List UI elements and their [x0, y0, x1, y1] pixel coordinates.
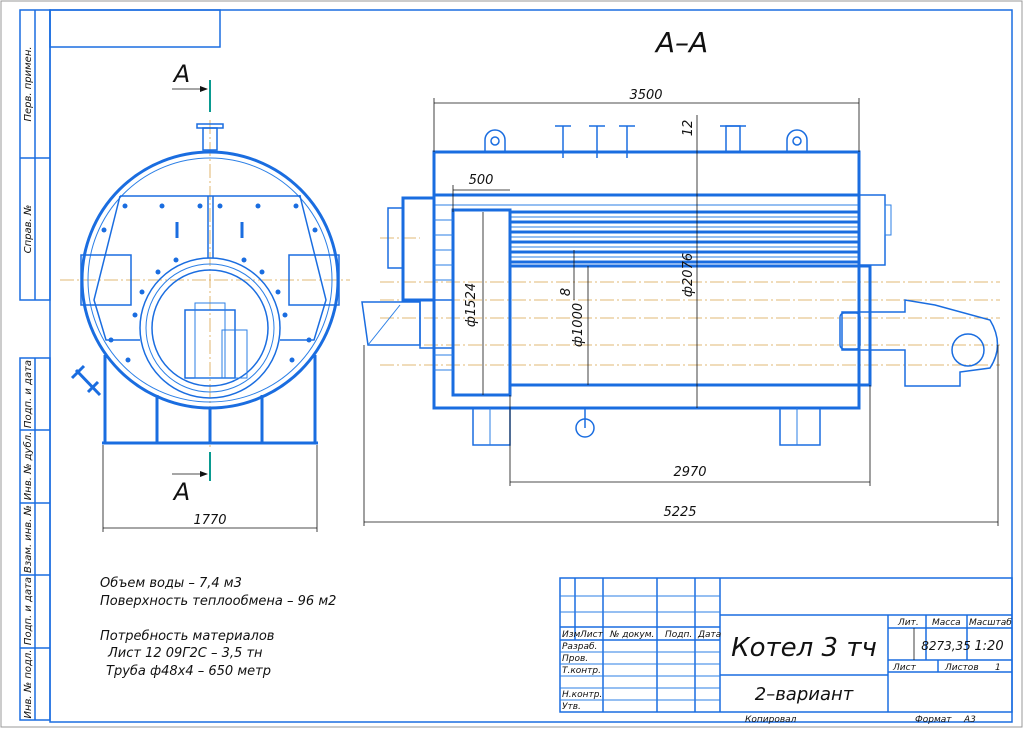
stamp-label: Инв. № подл.	[23, 650, 34, 719]
dimension-2076: 12 ф2076	[681, 115, 698, 408]
section-view: 3500 12 ф2076 500 ф1524 8 ф1000 2970	[361, 88, 1000, 526]
marker-letter: A	[172, 478, 190, 506]
role-cell: Н.контр.	[562, 690, 602, 700]
header-cell: Подп.	[665, 630, 692, 640]
format-value: A3	[963, 715, 976, 725]
header-cell: Изм	[562, 630, 581, 640]
mass-value: 8273,35	[921, 639, 971, 653]
dimension-1524: ф1524	[464, 212, 484, 395]
dimension-label: 500	[469, 173, 494, 188]
stamp-label: Подп. и дата	[23, 360, 34, 428]
header-cell: Лист	[579, 630, 604, 640]
role-cell: Утв.	[562, 702, 581, 712]
role-cell: Т.контр.	[562, 666, 601, 676]
dimension-label: 8	[559, 288, 574, 296]
marker-letter: A	[172, 60, 190, 88]
dimension-label: ф1000	[571, 303, 586, 347]
stamp-label: Взам. инв. №	[23, 505, 34, 573]
header-cell: № докум.	[609, 630, 654, 640]
dimension-2970: 2970	[509, 385, 871, 486]
dimension-label: ф1524	[464, 283, 479, 327]
side-stamp: Перв. примен. Справ. № Подп. и дата Инв.…	[22, 46, 34, 718]
stamp-label: Справ. №	[23, 205, 34, 254]
dimension-5225: 5225	[363, 345, 999, 526]
note: Объем воды – 7,4 м3	[100, 576, 242, 591]
technical-notes: Объем воды – 7,4 м3 Поверхность теплообм…	[100, 576, 336, 679]
dimension-label: 12	[681, 120, 696, 137]
dimension-500: 500	[452, 173, 510, 212]
dimension-8: 8	[559, 250, 575, 300]
note: Лист 12 09Г2С – 3,5 тн	[107, 646, 263, 661]
stamp-label: Перв. примен.	[23, 46, 34, 121]
stamp-label: Подп. и дата	[23, 577, 34, 645]
format-label: Формат	[915, 715, 952, 725]
dimension-3500: 3500	[433, 88, 860, 152]
scale-value: 1:20	[974, 639, 1003, 654]
section-title: A–A	[654, 26, 708, 59]
section-marker-bottom: A	[172, 452, 211, 506]
dimension-label: 3500	[629, 88, 662, 103]
note: Труба ф48х4 – 650 метр	[106, 664, 271, 679]
sheet-label: Лист	[892, 663, 917, 673]
dimension-label: ф2076	[681, 253, 696, 297]
drawing-title: Котел 3 тч	[731, 633, 877, 663]
sheets-count: 1	[995, 663, 1001, 673]
stamp-label: Инв. № дубл.	[22, 432, 34, 500]
mass-label: Масса	[932, 618, 961, 628]
note: Потребность материалов	[100, 629, 274, 644]
drawing-subtitle: 2–вариант	[755, 684, 854, 705]
note: Поверхность теплообмена – 96 м2	[100, 594, 336, 609]
title-block: Изм Лист № докум. Подп. Дата Разраб. Про…	[559, 577, 1013, 725]
section-marker-top: A	[172, 60, 211, 112]
lit-label: Лит.	[897, 618, 919, 628]
role-cell: Пров.	[562, 654, 588, 664]
sheet-frame	[19, 9, 1013, 723]
dimension-1770: 1770	[102, 445, 318, 532]
sheets-label: Листов	[944, 663, 979, 673]
scale-label: Масштаб	[969, 618, 1012, 628]
dimension-label: 1770	[193, 513, 226, 528]
dimension-1000: ф1000	[571, 266, 589, 385]
dimension-label: 5225	[663, 505, 696, 520]
copied-label: Копировал	[745, 715, 797, 725]
dimension-label: 2970	[673, 465, 706, 480]
front-view: A A 1770	[60, 60, 350, 532]
role-cell: Разраб.	[562, 642, 597, 652]
header-cell: Дата	[697, 630, 721, 640]
